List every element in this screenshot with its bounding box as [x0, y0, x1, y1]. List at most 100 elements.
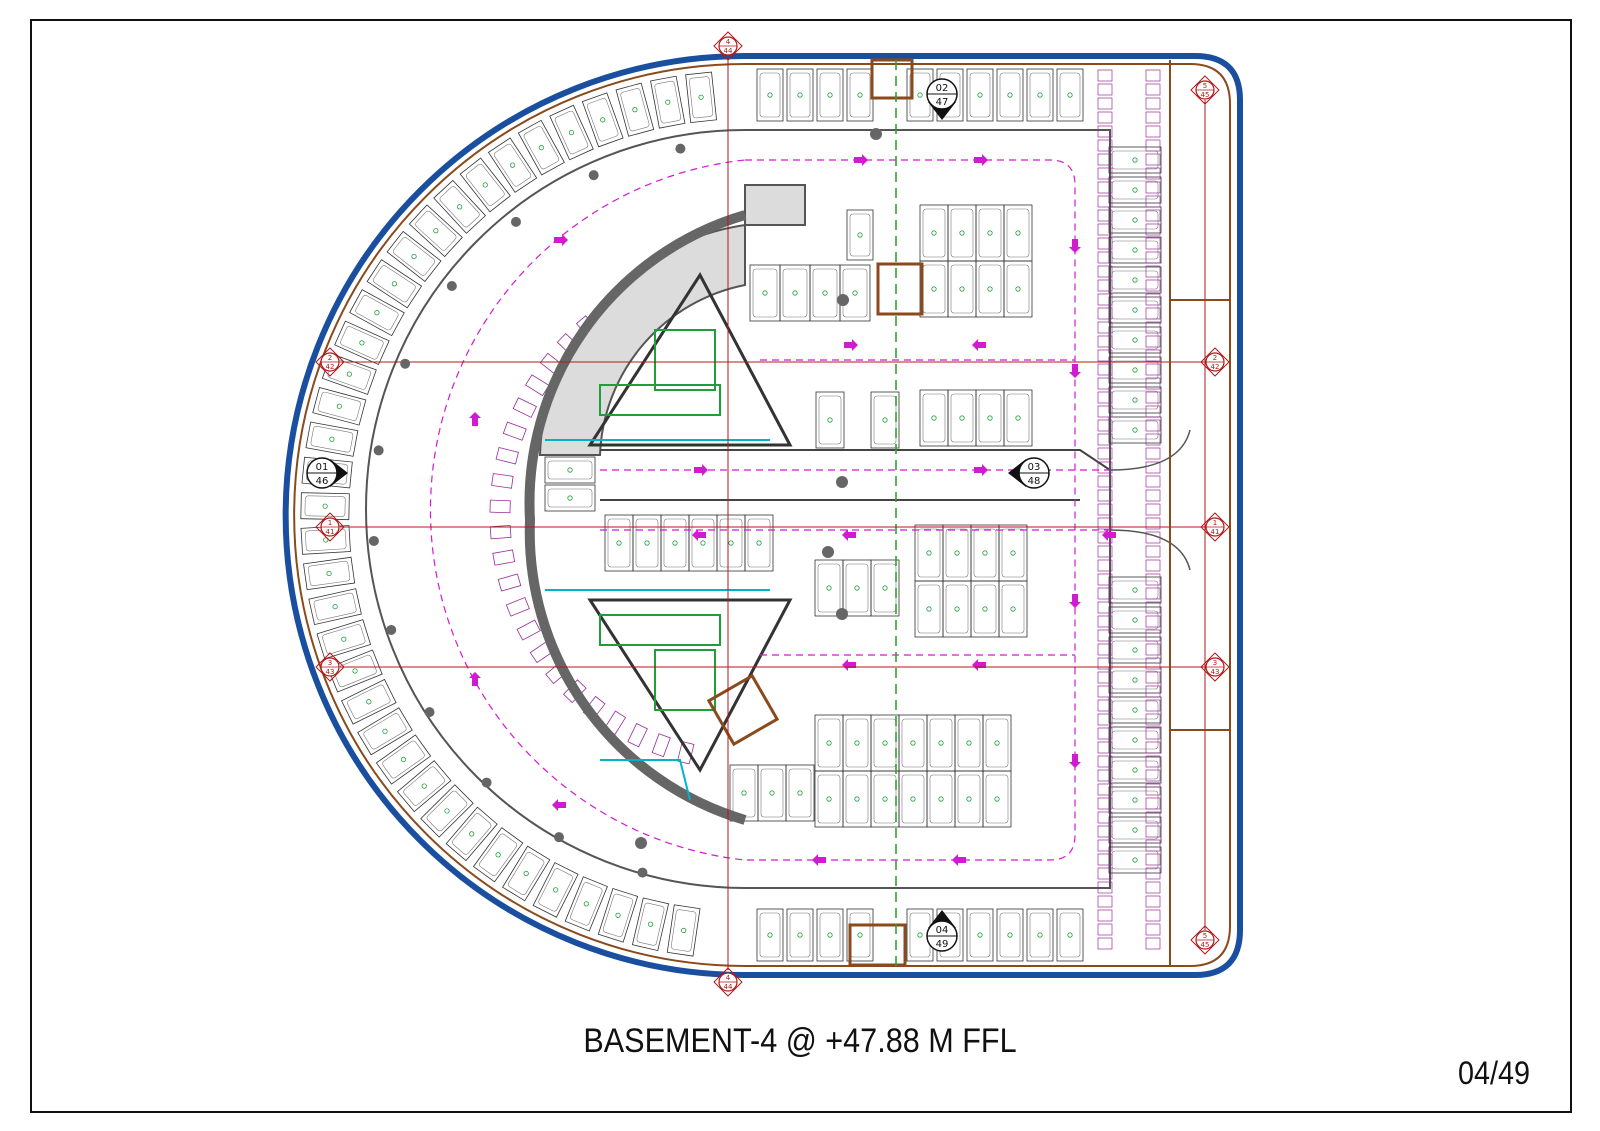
traffic-arrow — [812, 854, 826, 866]
parking-stall — [947, 389, 977, 447]
parking-stall — [1108, 386, 1162, 414]
parking-stall — [532, 862, 579, 918]
column — [822, 546, 834, 558]
bike-bay — [1145, 237, 1161, 250]
bike-bay — [1097, 685, 1113, 698]
parking-stall — [814, 714, 844, 772]
lift-lobby-line — [545, 439, 770, 591]
column — [837, 294, 849, 306]
grid-lines — [340, 58, 1215, 970]
grid-bubble-sheet: 41 — [1211, 528, 1220, 536]
parking-stall — [970, 580, 1000, 638]
grid-bubble-number: 5 — [1203, 82, 1207, 90]
column — [481, 777, 492, 788]
bike-bay — [1145, 713, 1161, 726]
parking-stall — [305, 421, 359, 457]
bike-bay — [489, 524, 512, 540]
parking-stall — [1108, 606, 1162, 634]
bike-bay — [1145, 839, 1161, 852]
grid-bubble: 242 — [315, 347, 345, 377]
bike-bay — [1145, 923, 1161, 936]
parking-stall — [1026, 908, 1054, 962]
parking-stall — [312, 387, 367, 426]
column — [635, 837, 647, 849]
bike-bay — [1145, 69, 1161, 82]
parking-stall — [786, 908, 814, 962]
parking-stall — [604, 514, 634, 572]
parking-stall — [926, 714, 956, 772]
parking-stall — [1108, 236, 1162, 264]
bike-bay — [505, 596, 530, 617]
parking-stall — [334, 320, 390, 366]
grid-bubble-sheet: 41 — [326, 528, 335, 536]
ramp-divider — [600, 449, 1111, 501]
bike-bay — [1097, 475, 1113, 488]
bike-bay — [1097, 97, 1113, 110]
bike-bay — [1145, 573, 1161, 586]
bike-bay — [1097, 587, 1113, 600]
building-outline — [282, 53, 1243, 978]
parking-stall — [966, 68, 994, 122]
parking-stall — [1056, 68, 1084, 122]
traffic-arrow — [972, 659, 986, 671]
parking-stall — [459, 157, 511, 213]
parking-stall — [914, 524, 944, 582]
column — [588, 170, 599, 181]
parking-stall — [502, 845, 551, 902]
parking-stall — [842, 770, 872, 828]
section-number: 04 — [936, 925, 949, 936]
section-number: 03 — [1028, 462, 1041, 473]
parking-stall — [842, 559, 872, 617]
parking-stall — [966, 908, 994, 962]
section-sheet: 47 — [936, 97, 949, 108]
grid-bubble-number: 5 — [1203, 932, 1207, 940]
parking-stall — [1108, 816, 1162, 844]
grid-bubble-sheet: 42 — [326, 363, 335, 371]
bike-bay — [1145, 489, 1161, 502]
parking-stall — [340, 678, 397, 725]
bike-bay — [1145, 797, 1161, 810]
bike-bay — [1145, 447, 1161, 460]
column — [554, 832, 564, 843]
sheet-border — [30, 19, 1572, 1113]
grid-bubble-number: 3 — [328, 659, 332, 667]
bike-bay — [1097, 503, 1113, 516]
parking-stall — [947, 204, 977, 262]
column — [675, 143, 686, 154]
bike-bay — [1145, 769, 1161, 782]
parking-stall — [564, 876, 608, 932]
bike-bay — [1097, 293, 1113, 306]
parking-stall — [349, 289, 405, 337]
bike-bay — [1097, 363, 1113, 376]
bike-bay — [1097, 279, 1113, 292]
parking-stall — [1108, 176, 1162, 204]
parking-stall — [898, 714, 928, 772]
bike-bay — [1145, 167, 1161, 180]
grid-bubble: 444 — [713, 967, 743, 997]
bike-bay — [1145, 181, 1161, 194]
lower-lift-bank — [599, 614, 721, 646]
parking-stall — [919, 389, 949, 447]
bike-bay — [1097, 237, 1113, 250]
bike-bay — [1145, 853, 1161, 866]
bike-bay — [1097, 657, 1113, 670]
bike-bay — [1145, 307, 1161, 320]
bike-bay — [1097, 517, 1113, 530]
parking-stall — [914, 580, 944, 638]
parking-stall — [898, 770, 928, 828]
bike-bay — [651, 733, 671, 758]
parking-stall — [631, 897, 670, 952]
parking-stall — [744, 514, 774, 572]
parking-stall — [954, 714, 984, 772]
bike-bay — [1145, 251, 1161, 264]
bike-bay — [1145, 895, 1161, 908]
traffic-arrow — [952, 854, 966, 866]
column — [836, 608, 848, 620]
bike-bay — [1145, 685, 1161, 698]
grid-bubble-number: 1 — [1213, 519, 1217, 527]
parking-stall — [975, 204, 1005, 262]
parking-stall — [375, 734, 432, 785]
grid-bubble: 545 — [1190, 925, 1220, 955]
parking-stall — [842, 714, 872, 772]
